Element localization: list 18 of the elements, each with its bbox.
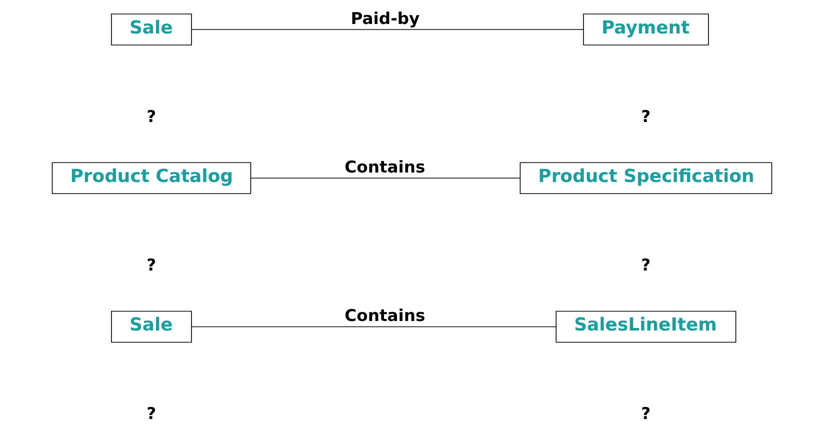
connector [190,29,584,30]
node-box: Sale [110,310,192,343]
label: ? [640,255,650,274]
label: ? [146,404,156,424]
node-box: Payment [582,14,708,46]
label: ? [146,106,156,126]
node-box: Sale [110,14,192,46]
node-box: SalesLineItem [555,310,736,343]
edge-label: Contains [344,306,425,326]
edge-label: Contains [344,157,425,176]
edge-label: Paid-by [350,8,420,28]
connector [250,178,520,179]
node-box: Product Specification [519,162,772,194]
connector [190,326,556,328]
label: ? [640,106,650,126]
label: ? [146,255,156,274]
node-box: Product Catalog [51,162,251,194]
label: ? [640,404,650,424]
